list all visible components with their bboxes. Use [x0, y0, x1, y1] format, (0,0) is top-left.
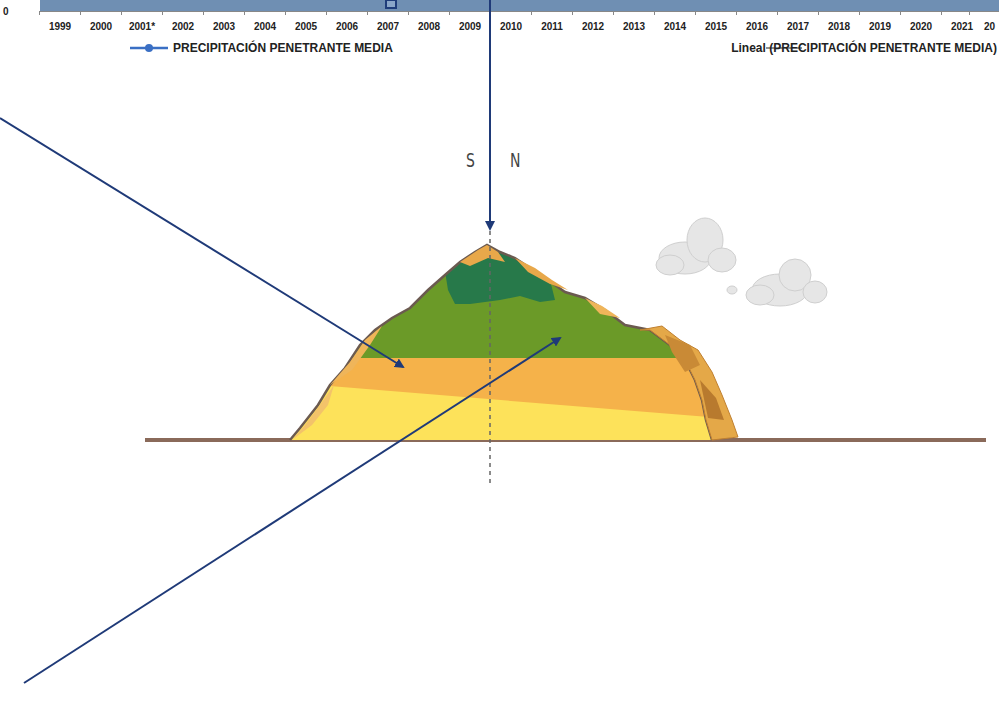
axis-tick [203, 11, 204, 15]
axis-tick [900, 11, 901, 15]
axis-year: 20 [984, 21, 995, 32]
axis-year: 2002 [172, 21, 194, 32]
axis-tick [531, 11, 532, 15]
axis-year: 2013 [623, 21, 645, 32]
axis-year: 2018 [828, 21, 850, 32]
axis-year: 2021 [951, 21, 973, 32]
axis-tick [695, 11, 696, 15]
rock-outcrop [292, 245, 738, 440]
axis-year: 2006 [336, 21, 358, 32]
compass-letter: N [510, 148, 520, 172]
axis-tick [613, 11, 614, 15]
axis-value: 0 [3, 6, 9, 17]
axis-year: 2003 [213, 21, 235, 32]
axis-tick [449, 11, 450, 15]
plot-area [40, 0, 999, 11]
mountain [280, 230, 720, 445]
axis-year: 2014 [664, 21, 686, 32]
axis-tick [162, 11, 163, 15]
x-axis [40, 11, 999, 12]
axis-year: 2008 [418, 21, 440, 32]
axis-tick [736, 11, 737, 15]
axis-year: 2020 [910, 21, 932, 32]
axis-tick [244, 11, 245, 15]
axis-tick [654, 11, 655, 15]
pointer-arrow [24, 338, 560, 683]
legend-text: PRECIPITACIÓN PENETRANTE MEDIA [173, 41, 393, 55]
legend-text: Lineal (PRECIPITACIÓN PENETRANTE MEDIA) [731, 41, 997, 55]
mountain-outline [290, 245, 712, 440]
axis-tick [969, 11, 970, 15]
axis-year: 2010 [500, 21, 522, 32]
axis-tick [80, 11, 81, 15]
axis-tick [367, 11, 368, 15]
axis-year: 2001* [129, 21, 155, 32]
axis-tick [777, 11, 778, 15]
pointer-arrow [489, 0, 491, 229]
axis-year: 2009 [459, 21, 481, 32]
axis-year: 2012 [582, 21, 604, 32]
axis-year: 2007 [377, 21, 399, 32]
axis-tick [941, 11, 942, 15]
axis-tick [818, 11, 819, 15]
axis-year: 2011 [541, 21, 563, 32]
axis-tick [39, 11, 40, 15]
axis-year: 1999 [49, 21, 71, 32]
axis-year: 2005 [295, 21, 317, 32]
axis-ticks [40, 11, 970, 15]
axis-tick [859, 11, 860, 15]
legend-dot [145, 44, 153, 52]
axis-year: 2000 [90, 21, 112, 32]
axis-tick [408, 11, 409, 15]
axis-tick [326, 11, 327, 15]
compass-letter: S [466, 148, 475, 172]
axis-tick [285, 11, 286, 15]
axis-year: 2017 [787, 21, 809, 32]
axis-tick [572, 11, 573, 15]
data-marker [386, 0, 396, 8]
axis-year: 2016 [746, 21, 768, 32]
pointer-arrow [0, 118, 403, 367]
cloud [656, 218, 827, 306]
axis-year: 2004 [254, 21, 276, 32]
axis-tick [121, 11, 122, 15]
axis-year: 2015 [705, 21, 727, 32]
axis-year: 2019 [869, 21, 891, 32]
